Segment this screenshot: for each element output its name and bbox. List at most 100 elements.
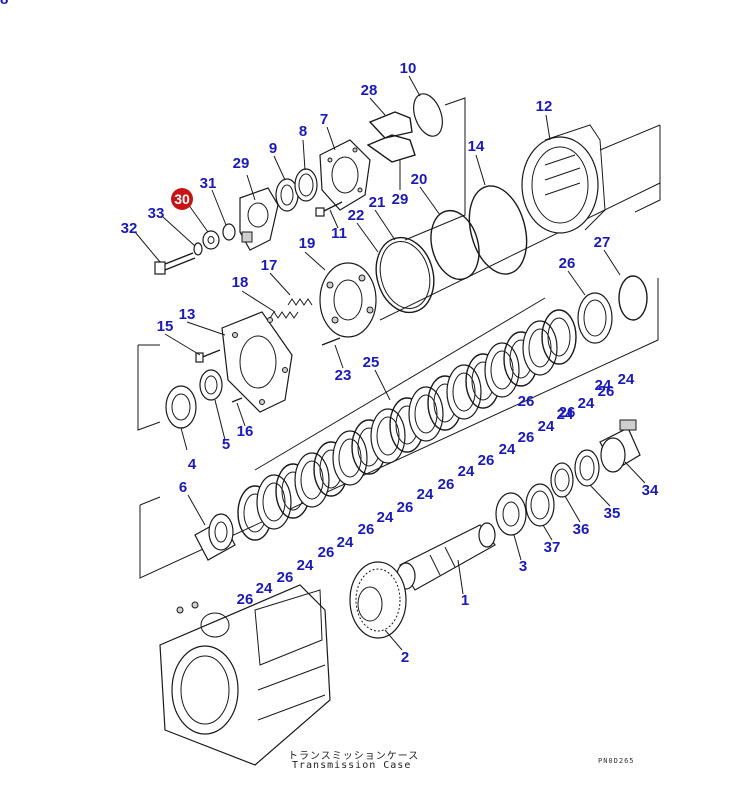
case-caption-english: Transmission Case [292, 760, 412, 771]
housing-7 [319, 139, 371, 211]
callout-6: 6 [178, 479, 188, 496]
callout-15: 15 [156, 318, 174, 335]
callout-24: 24 [556, 406, 574, 423]
callout-26: 26 [276, 569, 294, 586]
callout-26: 26 [558, 255, 576, 272]
springs-17-18 [269, 298, 313, 319]
callout-23: 23 [334, 367, 352, 384]
clutch-disc-stack [237, 309, 577, 541]
callout-26: 26 [477, 452, 495, 469]
drawing-code: PN0D265 [598, 757, 635, 765]
ring-37 [525, 483, 555, 527]
callout-26: 26 [517, 429, 535, 446]
callout-24: 24 [255, 580, 273, 597]
clutch-disc-bore [262, 482, 286, 522]
ring-8 [294, 168, 318, 202]
callout-20: 20 [410, 171, 428, 188]
bearing-4 [165, 385, 197, 429]
callout-17: 17 [260, 257, 278, 274]
callout-26: 26 [437, 476, 455, 493]
callout-26: 26 [396, 499, 414, 516]
snap-ring-28 [618, 275, 648, 321]
callout-26: 26 [236, 591, 254, 608]
callout-26: 26 [517, 393, 535, 410]
ring-32 [222, 223, 236, 241]
callout-13: 13 [178, 306, 196, 323]
callout-4: 4 [187, 456, 197, 473]
callout-36: 36 [572, 521, 590, 538]
callout-12: 12 [535, 98, 553, 115]
callout-24: 24 [336, 534, 354, 551]
bolt-33 [154, 252, 196, 275]
callout-38: 38 [0, 0, 8, 8]
callout-29: 29 [391, 191, 409, 208]
leader-lines [134, 75, 646, 651]
ring-36 [574, 449, 600, 487]
callout-24: 24 [376, 509, 394, 526]
callout-24: 24 [416, 486, 434, 503]
bracket-30 [239, 187, 279, 251]
callout-26: 26 [597, 383, 615, 400]
callout-8: 8 [298, 123, 308, 140]
callout-11: 11 [331, 225, 347, 242]
callout-28: 28 [360, 82, 378, 99]
clutch-disc-bore [547, 317, 571, 357]
callout-37: 37 [543, 539, 561, 556]
clutch-disc [541, 309, 577, 365]
clutch-disc-bore [528, 328, 552, 368]
callout-24: 24 [577, 395, 595, 412]
sleeve-6 [194, 513, 236, 561]
callout-24: 24 [457, 463, 475, 480]
callout-19: 19 [298, 235, 316, 252]
callout-24: 24 [537, 418, 555, 435]
callout-22: 22 [347, 207, 365, 224]
callout-2: 2 [400, 649, 410, 666]
ring-14 [468, 185, 528, 275]
callout-29: 29 [232, 155, 250, 172]
clutch-disc-bore [490, 350, 514, 390]
callout-30: 30 [171, 188, 193, 210]
callout-1: 1 [460, 592, 470, 609]
callout-26: 26 [357, 521, 375, 538]
callout-7: 7 [319, 111, 329, 128]
transmission-case [159, 584, 331, 766]
callout-34: 34 [641, 482, 659, 499]
callout-21: 21 [368, 194, 386, 211]
callout-27: 27 [593, 234, 611, 251]
callout-26: 26 [558, 404, 576, 421]
case-caption-japanese: トランスミッションケース [288, 751, 420, 762]
callout-5: 5 [221, 436, 231, 453]
ring-21 [375, 236, 435, 314]
callout-24: 24 [498, 441, 516, 458]
clips-29 [366, 111, 416, 163]
callout-25: 25 [362, 354, 380, 371]
callout-24: 24 [594, 377, 612, 394]
callout-24: 24 [296, 557, 314, 574]
cover-13 [221, 311, 293, 413]
clutch-disc-bore [452, 372, 476, 412]
coupling-35 [599, 419, 641, 473]
callout-24: 24 [617, 371, 635, 388]
callout-32: 32 [120, 220, 138, 237]
callout-26: 26 [317, 544, 335, 561]
callout-3: 3 [518, 558, 528, 575]
callout-31: 31 [199, 175, 217, 192]
ring-5 [199, 369, 223, 401]
drum-12 [521, 124, 606, 234]
callout-14: 14 [467, 138, 485, 155]
washer-34 [193, 242, 203, 256]
clutch-disc-bore [338, 438, 362, 478]
callout-16: 16 [236, 423, 254, 440]
ring-27 [577, 292, 613, 344]
ring-38 [550, 462, 574, 498]
washer-31 [202, 230, 220, 250]
callout-18: 18 [231, 274, 249, 291]
disc-19 [319, 262, 377, 338]
callout-10: 10 [399, 60, 417, 77]
callout-9: 9 [268, 140, 278, 157]
callout-33: 33 [147, 205, 165, 222]
callout-35: 35 [603, 505, 621, 522]
clutch-disc-bore [376, 416, 400, 456]
bearing-3 [495, 492, 527, 536]
